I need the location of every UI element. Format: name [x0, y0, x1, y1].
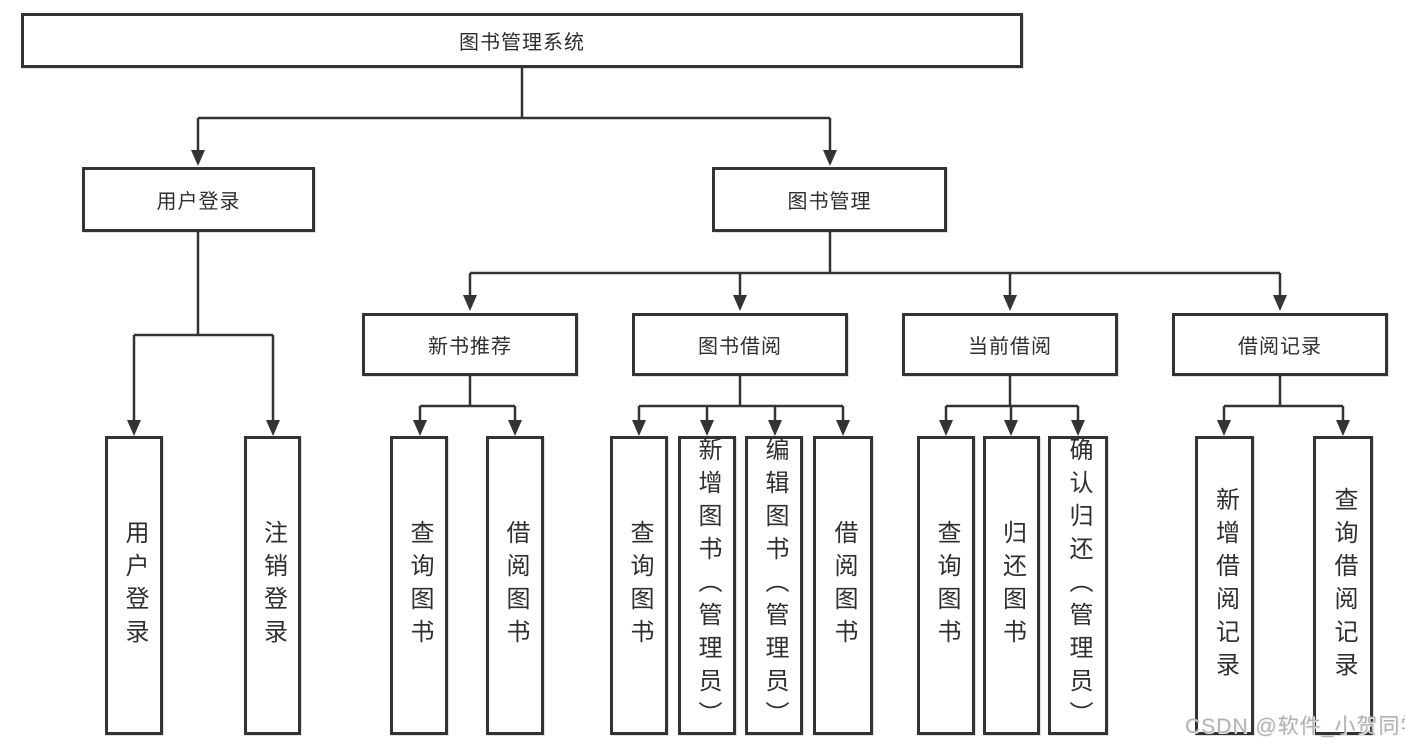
node-root-system: 图书管理系统	[21, 13, 1023, 68]
node-book-borrow-label: 图书借阅	[698, 336, 782, 358]
node-current-borrow-label: 当前借阅	[968, 336, 1052, 358]
leaf-user-login: 用户登录	[105, 436, 163, 735]
leaf-query-books-2: 查询图书	[610, 436, 668, 735]
node-borrow-records: 借阅记录	[1172, 313, 1388, 376]
leaf-query-books-3-label: 查询图书	[933, 519, 960, 652]
leaf-add-books-admin-label: 新增图书（管理员）	[694, 437, 721, 734]
leaf-confirm-return-admin: 确认归还（管理员）	[1048, 436, 1108, 735]
leaf-edit-books-admin-label: 编辑图书（管理员）	[761, 437, 788, 734]
leaf-add-borrow-record-label: 新增借阅记录	[1211, 486, 1239, 685]
leaf-query-books-2-label: 查询图书	[626, 519, 653, 652]
leaf-logout-label: 注销登录	[259, 519, 287, 652]
node-new-book-recommend-label: 新书推荐	[428, 336, 512, 358]
leaf-add-books-admin: 新增图书（管理员）	[678, 436, 736, 735]
csdn-watermark: CSDN @软件_小贺同学	[1185, 715, 1405, 738]
leaf-query-borrow-record: 查询借阅记录	[1313, 436, 1373, 735]
leaf-user-login-label: 用户登录	[121, 519, 148, 652]
leaf-edit-books-admin: 编辑图书（管理员）	[745, 436, 803, 735]
leaf-confirm-return-admin-label: 确认归还（管理员）	[1065, 437, 1092, 734]
node-book-borrow: 图书借阅	[632, 313, 848, 376]
node-book-management-label: 图书管理	[787, 191, 872, 213]
node-user-login: 用户登录	[82, 167, 315, 232]
leaf-query-books-1: 查询图书	[390, 436, 448, 735]
leaf-return-books: 归还图书	[983, 436, 1040, 735]
node-root-label: 图书管理系统	[459, 32, 585, 54]
leaf-logout: 注销登录	[244, 436, 301, 735]
leaf-query-books-1-label: 查询图书	[406, 519, 433, 652]
node-new-book-recommend: 新书推荐	[362, 313, 578, 376]
node-user-login-label: 用户登录	[156, 191, 241, 213]
leaf-return-books-label: 归还图书	[998, 519, 1026, 652]
node-borrow-records-label: 借阅记录	[1238, 336, 1322, 358]
leaf-query-borrow-record-label: 查询借阅记录	[1330, 486, 1357, 685]
leaf-borrow-books-2-label: 借阅图书	[830, 519, 857, 652]
leaf-query-books-3: 查询图书	[917, 436, 975, 735]
leaf-borrow-books-1-label: 借阅图书	[502, 519, 529, 652]
node-book-management: 图书管理	[712, 167, 947, 232]
leaf-borrow-books-2: 借阅图书	[813, 436, 873, 735]
leaf-add-borrow-record: 新增借阅记录	[1195, 436, 1254, 735]
node-current-borrow: 当前借阅	[902, 313, 1118, 376]
leaf-borrow-books-1: 借阅图书	[486, 436, 544, 735]
